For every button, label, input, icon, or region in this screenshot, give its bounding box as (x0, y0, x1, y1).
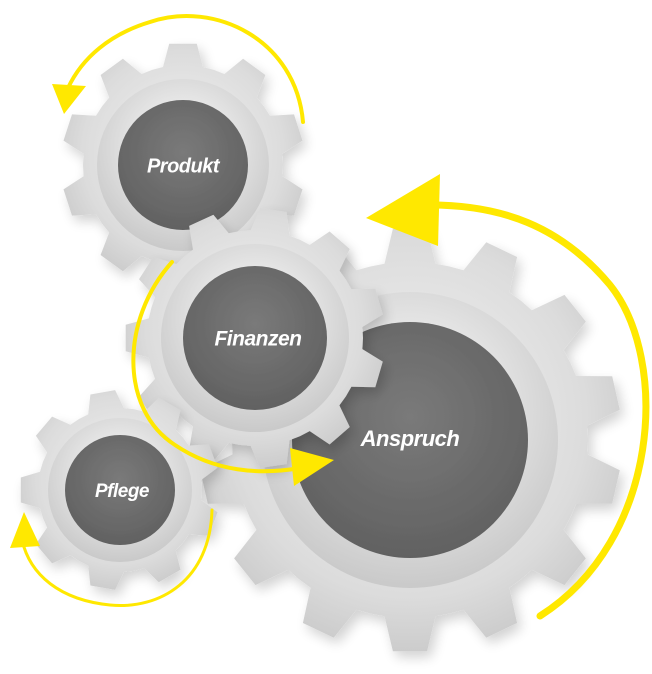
anspruch-label: Anspruch (360, 426, 460, 451)
produkt-gear: Produkt (63, 43, 303, 287)
pflege-arrow (20, 508, 214, 608)
pflege-gear: Pflege (20, 390, 218, 590)
finanzen-label: Finanzen (214, 328, 301, 351)
anspruch-arrowhead (366, 174, 440, 246)
produkt-arrowhead (52, 84, 86, 114)
finanzen-arrowhead (290, 448, 334, 486)
anspruch-arrow (426, 201, 650, 620)
produkt-label: Produkt (147, 155, 221, 177)
finanzen-gear: Finanzen (125, 208, 383, 468)
finanzen-hub (183, 266, 327, 410)
produkt-hub (118, 100, 248, 230)
pflege-label: Pflege (95, 481, 150, 502)
pflege-arrowhead (10, 512, 40, 548)
pflege-hub (65, 435, 175, 545)
produkt-arrow (66, 14, 305, 124)
finanzen-arrow (131, 260, 302, 474)
